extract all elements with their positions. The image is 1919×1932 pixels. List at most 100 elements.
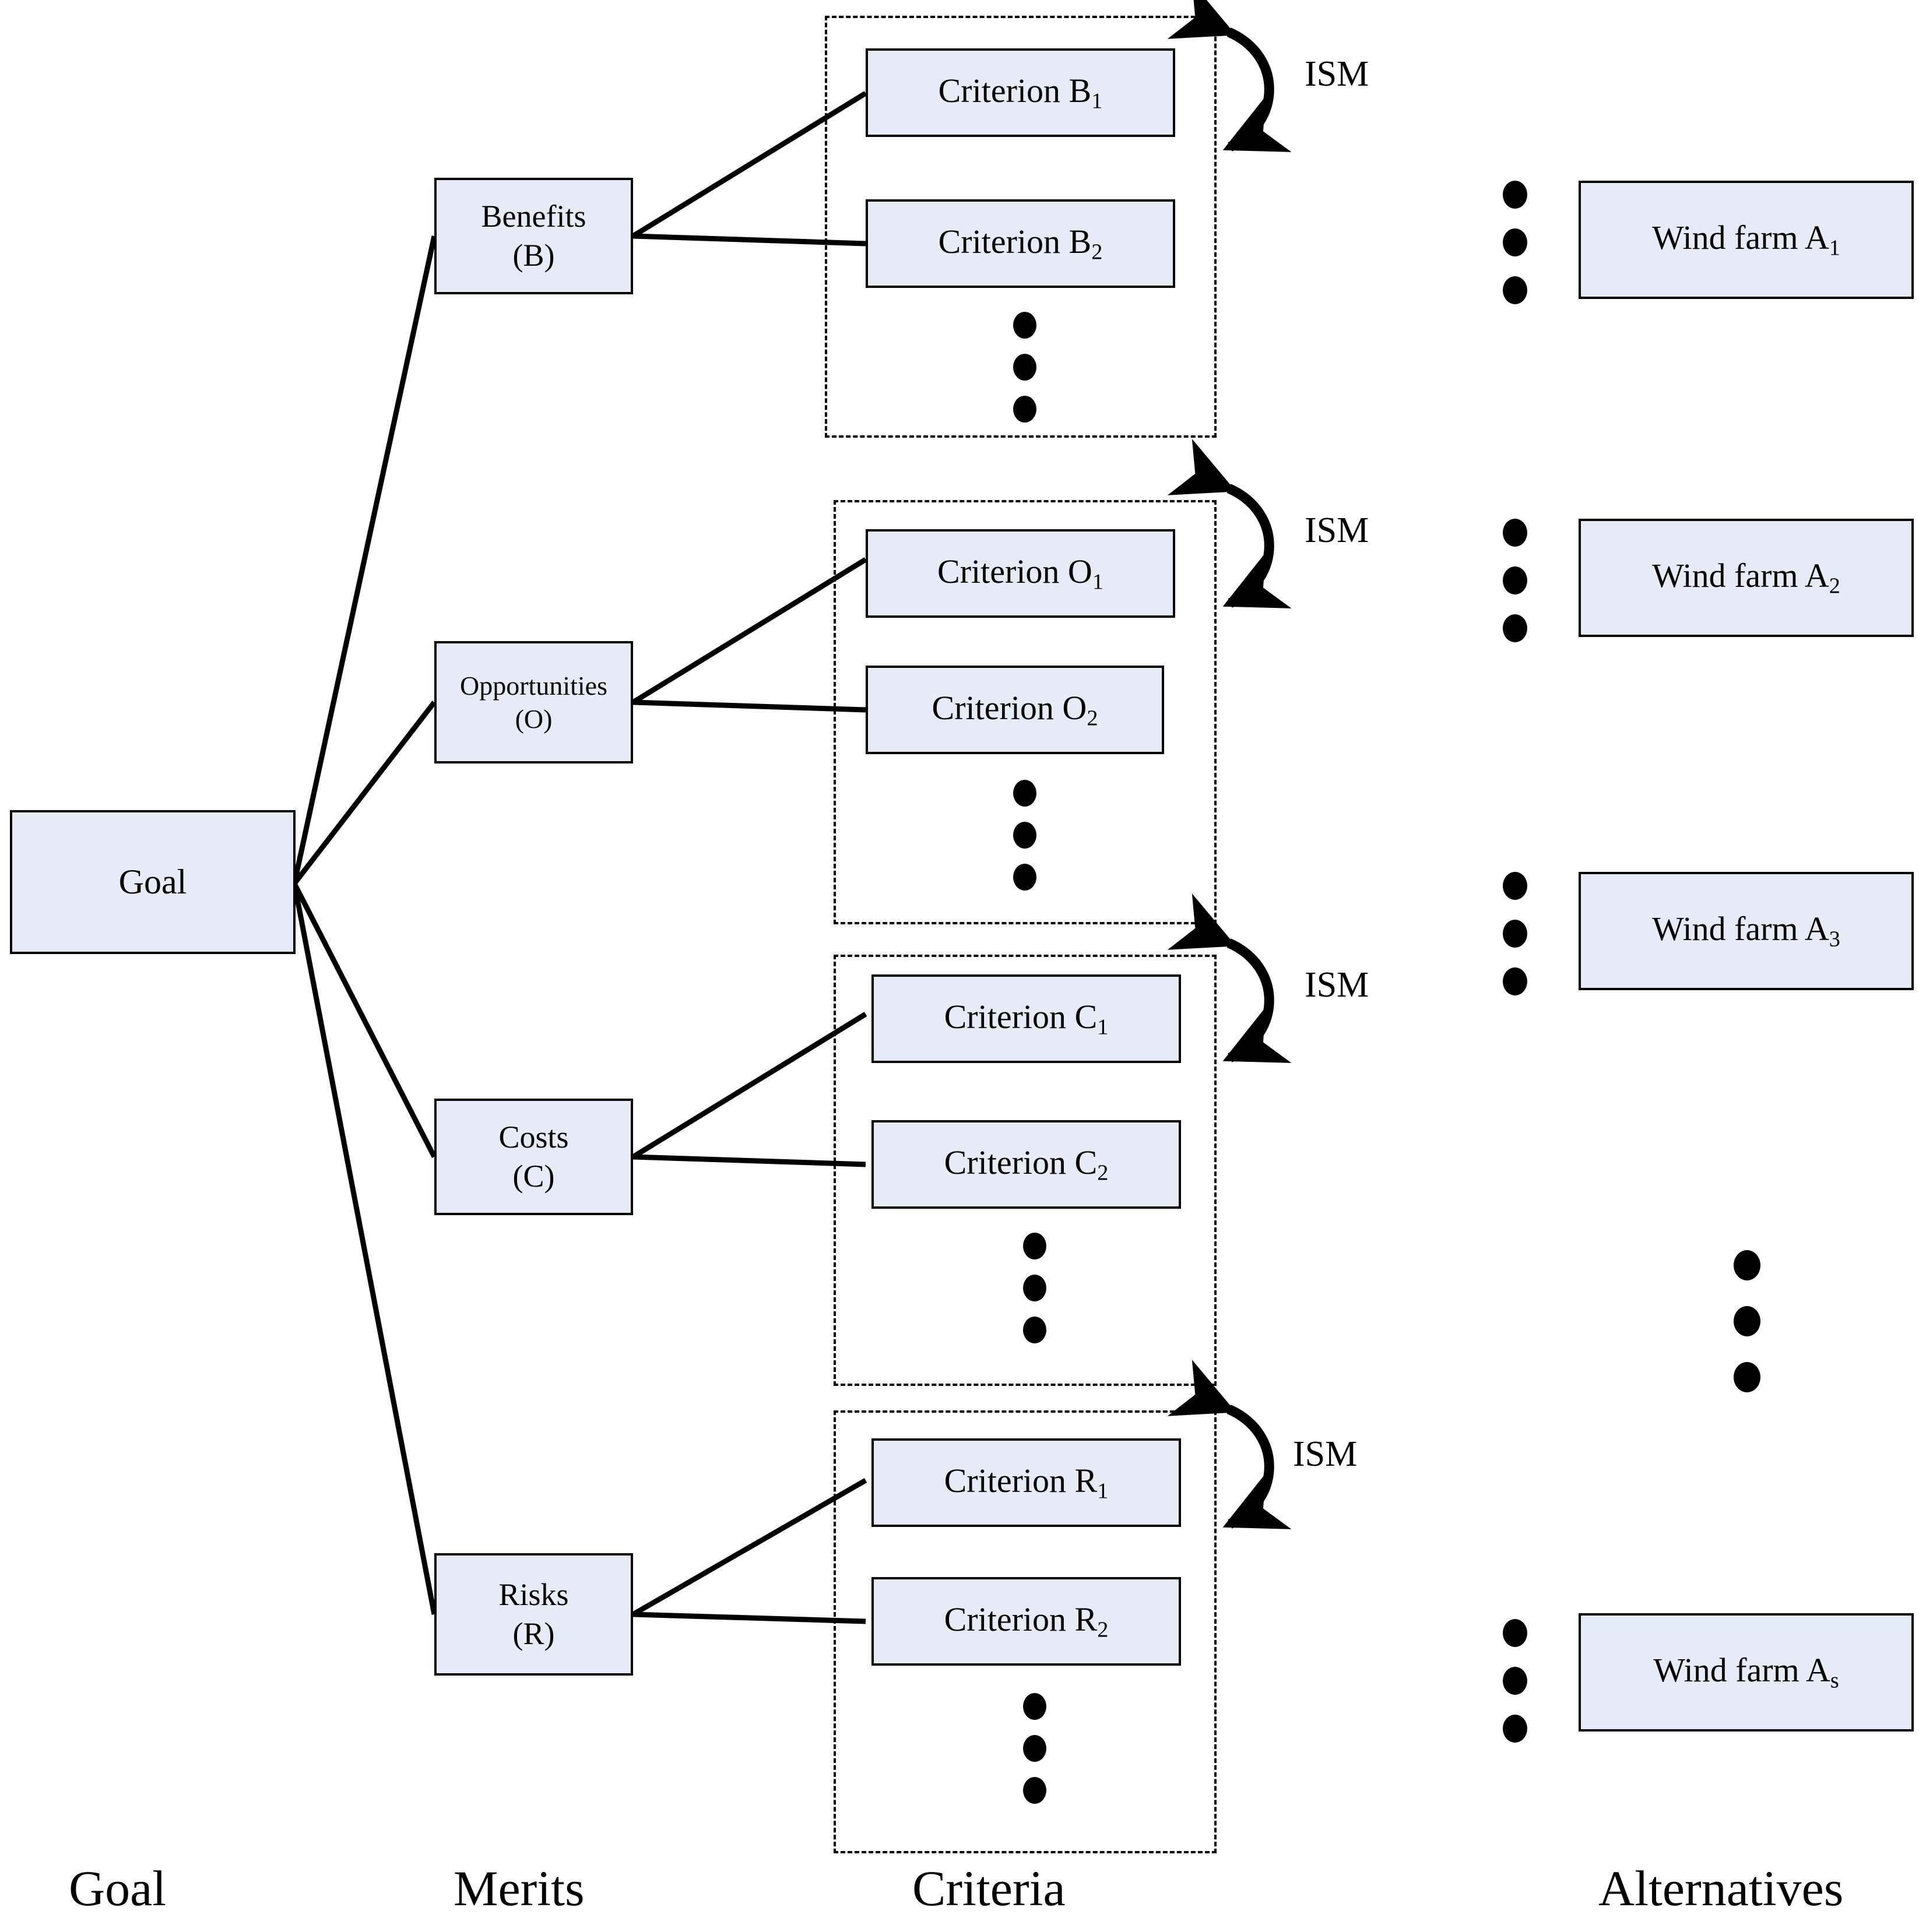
merit-box-risks[interactable]: Risks (R): [434, 1553, 633, 1676]
merit-box-opportunities[interactable]: Opportunities (O): [434, 641, 633, 763]
merit-code-opportunities: (O): [515, 704, 553, 734]
ellipsis-dot: [1023, 1735, 1046, 1762]
criterion-label-c2: Criterion C2: [944, 1142, 1109, 1188]
criterion-label-b2: Criterion B2: [939, 221, 1103, 267]
merit-box-costs[interactable]: Costs (C): [434, 1099, 633, 1215]
alternative-box-as[interactable]: Wind farm As: [1579, 1613, 1914, 1732]
connector-benefits-b2: [632, 233, 866, 247]
criterion-text-r2: Criterion R: [944, 1600, 1098, 1638]
criterion-box-c1[interactable]: Criterion C1: [871, 974, 1181, 1063]
criterion-box-o1[interactable]: Criterion O1: [866, 529, 1175, 618]
criteria-ellipsis-risks: [1023, 1693, 1046, 1804]
column-caption-alternatives: Alternatives: [1598, 1860, 1844, 1916]
criterion-label-b1: Criterion B1: [939, 70, 1103, 116]
goal-box[interactable]: Goal: [10, 810, 296, 954]
ellipsis-dot: [1013, 864, 1036, 891]
merit-box-benefits[interactable]: Benefits (B): [434, 178, 633, 294]
ellipsis-dot: [1503, 920, 1527, 948]
ism-arrow-risks: [1167, 1360, 1292, 1529]
merit-code-benefits: (B): [512, 238, 555, 273]
ellipsis-dot: [1013, 396, 1036, 423]
criterion-label-c1: Criterion C1: [944, 996, 1109, 1042]
ellipsis-dot: [1503, 1715, 1527, 1743]
criteria-ellipsis-benefits: [1013, 312, 1036, 423]
ellipsis-dot: [1503, 872, 1527, 900]
ism-label-costs: ISM: [1305, 965, 1369, 1005]
ellipsis-dot: [1023, 1317, 1046, 1343]
criteria-group-costs: [834, 955, 1217, 1386]
ellipsis-dot: [1503, 181, 1527, 209]
ellipsis-dot: [1013, 822, 1036, 849]
ellipsis-dot: [1023, 1777, 1046, 1804]
goal-label: Goal: [118, 863, 187, 901]
criterion-sub-o1: 1: [1092, 569, 1103, 594]
alternative-dots-a3: [1503, 872, 1527, 995]
connector-goal-benefits: [291, 235, 437, 884]
alternative-label-a2: Wind farm A2: [1652, 555, 1840, 601]
criteria-ellipsis-costs: [1023, 1233, 1046, 1343]
ism-arrow-benefits: [1167, 0, 1292, 152]
alternative-text-as: Wind farm A: [1653, 1651, 1830, 1690]
criterion-label-r1: Criterion R1: [944, 1460, 1109, 1506]
ism-label-risks: ISM: [1293, 1434, 1358, 1474]
criterion-box-b2[interactable]: Criterion B2: [866, 199, 1175, 288]
ellipsis-dot: [1503, 566, 1527, 594]
alternative-box-a3[interactable]: Wind farm A3: [1579, 872, 1914, 990]
criterion-label-o2: Criterion O2: [932, 687, 1098, 733]
alternative-box-a1[interactable]: Wind farm A1: [1579, 181, 1914, 299]
ellipsis-dot: [1503, 614, 1527, 642]
criterion-box-r2[interactable]: Criterion R2: [871, 1577, 1181, 1666]
ellipsis-dot: [1013, 780, 1036, 807]
merit-label-benefits: Benefits (B): [481, 197, 586, 276]
criterion-box-r1[interactable]: Criterion R1: [871, 1438, 1181, 1527]
connector-goal-costs: [291, 882, 437, 1159]
merit-label-risks: Risks (R): [498, 1575, 568, 1654]
alternative-text-a1: Wind farm A: [1652, 219, 1829, 257]
criterion-text-b2: Criterion B: [938, 222, 1092, 261]
merit-name-costs: Costs: [498, 1119, 569, 1155]
alternative-dots-a2: [1503, 519, 1527, 642]
ellipsis-dot: [1023, 1693, 1046, 1720]
ellipsis-dot: [1734, 1306, 1760, 1336]
criterion-text-b1: Criterion B: [938, 71, 1092, 110]
merit-code-risks: (R): [512, 1616, 555, 1651]
criterion-text-c2: Criterion C: [944, 1143, 1098, 1181]
criterion-sub-c1: 1: [1097, 1015, 1109, 1040]
column-caption-merits: Merits: [454, 1860, 585, 1916]
alternative-label-a1: Wind farm A1: [1652, 217, 1840, 263]
alternative-text-a3: Wind farm A: [1652, 910, 1829, 948]
merit-name-opportunities: Opportunities: [460, 670, 607, 701]
alternative-sub-a1: 1: [1829, 235, 1840, 261]
criterion-box-b1[interactable]: Criterion B1: [866, 48, 1175, 137]
criterion-label-o1: Criterion O1: [937, 551, 1103, 597]
criteria-group-risks: [834, 1410, 1217, 1853]
criterion-box-o2[interactable]: Criterion O2: [866, 666, 1164, 754]
ellipsis-dot: [1503, 1619, 1527, 1647]
connector-opportunities-o1: [631, 557, 867, 705]
alternative-dots-a1: [1503, 181, 1527, 304]
connector-risks-r2: [632, 1611, 866, 1624]
connector-costs-c2: [632, 1154, 866, 1167]
criterion-sub-r2: 2: [1097, 1617, 1109, 1642]
merit-label-opportunities: Opportunities (O): [460, 669, 607, 736]
ellipsis-dot: [1503, 1667, 1527, 1695]
merit-label-costs: Costs (C): [498, 1118, 568, 1196]
criteria-ellipsis-opportunities: [1013, 780, 1036, 891]
criterion-text-r1: Criterion R: [944, 1461, 1098, 1500]
ellipsis-dot: [1503, 967, 1527, 995]
connector-benefits-b1: [631, 91, 867, 238]
connector-goal-opportunities: [292, 701, 437, 885]
alternatives-vertical-ellipsis: [1734, 1250, 1760, 1393]
alternative-box-a2[interactable]: Wind farm A2: [1579, 519, 1914, 637]
merit-name-benefits: Benefits: [481, 198, 586, 234]
criterion-sub-r1: 1: [1097, 1479, 1109, 1504]
criterion-box-c2[interactable]: Criterion C2: [871, 1120, 1181, 1209]
criterion-sub-c2: 2: [1097, 1160, 1109, 1185]
ellipsis-dot: [1734, 1250, 1760, 1280]
ellipsis-dot: [1023, 1233, 1046, 1259]
ellipsis-dot: [1503, 276, 1527, 304]
ellipsis-dot: [1734, 1362, 1760, 1392]
ellipsis-dot: [1013, 312, 1036, 339]
criterion-sub-b2: 2: [1091, 240, 1103, 265]
